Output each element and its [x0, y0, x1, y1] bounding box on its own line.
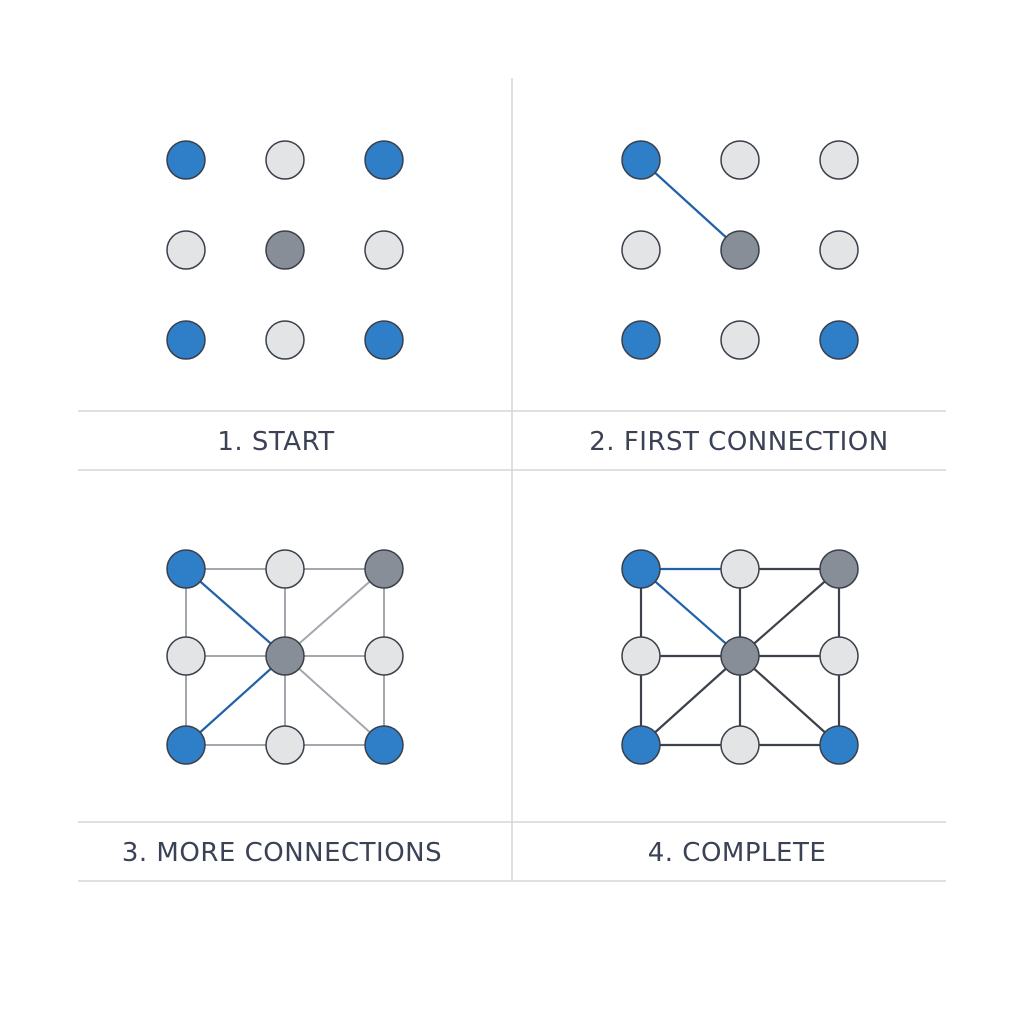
- panel-4-nodes: [621, 549, 859, 765]
- panel-1: 1. START: [166, 140, 404, 457]
- panel-4-edge-0-4: [640, 568, 741, 657]
- panel-3: 3. MORE CONNECTIONS: [122, 549, 442, 868]
- panel-2: 2. FIRST CONNECTION: [589, 140, 888, 457]
- panel-2-node-4: [720, 230, 760, 270]
- panel-1-nodes: [166, 140, 404, 360]
- panel-4-edge-2-4: [739, 568, 840, 657]
- panel-1-node-3: [166, 230, 206, 270]
- panel-3-node-1: [265, 549, 305, 589]
- panel-2-nodes: [621, 140, 859, 360]
- panel-2-node-3: [621, 230, 661, 270]
- panel-4-node-4: [720, 636, 760, 676]
- panel-3-node-4: [265, 636, 305, 676]
- panel-1-node-6: [166, 320, 206, 360]
- panel-2-node-2: [819, 140, 859, 180]
- panel-4-node-3: [621, 636, 661, 676]
- panel-1-caption: 1. START: [217, 427, 334, 457]
- panel-3-caption: 3. MORE CONNECTIONS: [122, 838, 442, 868]
- panel-3-node-7: [265, 725, 305, 765]
- panel-3-node-6: [166, 725, 206, 765]
- panel-3-node-8: [364, 725, 404, 765]
- panel-3-edge-2-4: [284, 568, 385, 657]
- panel-3-nodes: [166, 549, 404, 765]
- panel-4-node-1: [720, 549, 760, 589]
- panel-2-node-6: [621, 320, 661, 360]
- panel-2-node-7: [720, 320, 760, 360]
- panel-4-node-7: [720, 725, 760, 765]
- panel-4-caption: 4. COMPLETE: [648, 838, 827, 868]
- panel-3-node-0: [166, 549, 206, 589]
- panel-4: 4. COMPLETE: [621, 549, 859, 868]
- panel-4-edge-4-8: [739, 655, 840, 746]
- panel-2-caption: 2. FIRST CONNECTION: [589, 427, 888, 457]
- panel-3-edge-4-8: [284, 655, 385, 746]
- panel-1-node-5: [364, 230, 404, 270]
- panel-2-edges: [640, 159, 741, 251]
- panel-2-node-5: [819, 230, 859, 270]
- panel-2-node-1: [720, 140, 760, 180]
- panel-2-edge-0-4: [640, 159, 741, 251]
- panel-1-node-0: [166, 140, 206, 180]
- panel-3-node-3: [166, 636, 206, 676]
- panel-2-node-8: [819, 320, 859, 360]
- panel-2-node-0: [621, 140, 661, 180]
- panel-4-edge-4-6: [640, 655, 741, 746]
- panel-1-node-1: [265, 140, 305, 180]
- panel-4-node-6: [621, 725, 661, 765]
- panel-3-edge-4-6: [185, 655, 286, 746]
- panel-1-node-4: [265, 230, 305, 270]
- panel-3-node-5: [364, 636, 404, 676]
- panel-1-node-8: [364, 320, 404, 360]
- panel-dividers: [78, 78, 946, 882]
- panel-3-edge-0-4: [185, 568, 286, 657]
- panel-4-node-0: [621, 549, 661, 589]
- panel-1-node-2: [364, 140, 404, 180]
- panel-4-node-8: [819, 725, 859, 765]
- panel-3-node-2: [364, 549, 404, 589]
- panel-4-node-2: [819, 549, 859, 589]
- panel-1-node-7: [265, 320, 305, 360]
- panel-4-node-5: [819, 636, 859, 676]
